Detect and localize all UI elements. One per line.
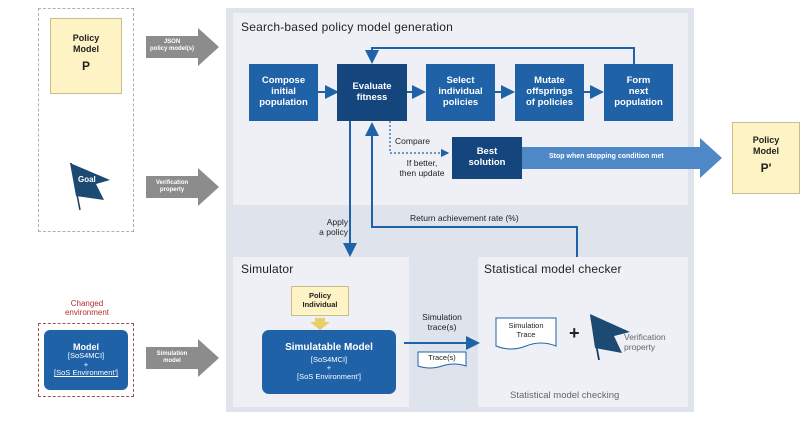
policy-individual-doc: Policy Individual — [291, 286, 349, 316]
simulation-input-arrow — [146, 339, 219, 377]
policy-into-model-arrow — [310, 318, 330, 330]
goal-label: Goal — [78, 175, 96, 184]
simulation-arrow-label: Simulation model — [156, 351, 188, 364]
simulation-trace-label: Simulation trace(s) — [422, 312, 462, 332]
return-rate-label: Return achievement rate (%) — [410, 213, 519, 223]
evaluate-step: Evaluate fitness — [337, 64, 407, 121]
stop-condition-label: Stop when stopping condition met — [549, 153, 664, 160]
verification-flag-icon — [590, 314, 630, 361]
input-frame-top — [38, 8, 134, 232]
goal-flag-icon — [70, 162, 110, 211]
trace-doc-shape — [495, 317, 557, 350]
input-frame-bottom — [38, 323, 134, 397]
stop-condition-arrow — [522, 138, 722, 178]
form-step: Form next population — [604, 64, 673, 121]
model-input-box: Model [SoS4MCI] + [SoS Environment'] — [44, 330, 128, 390]
checker-title: Statistical model checker — [484, 262, 622, 276]
compose-step: Compose initial population — [249, 64, 318, 121]
simulator-title: Simulator — [241, 262, 294, 276]
json-arrow-label: JSON policy model(s) — [149, 39, 194, 52]
if-better-label: If better, then update — [399, 158, 445, 178]
best-solution-box: Best solution — [452, 137, 522, 179]
verification-arrow-label: Verification property — [155, 180, 189, 193]
mutate-step: Mutate offsprings of policies — [515, 64, 584, 121]
apply-policy-label: Apply a policy — [319, 217, 348, 237]
simulatable-model-box: Simulatable Model [SoS4MCI] + [SoS Envir… — [262, 330, 396, 394]
verification-property-label: Verification property — [624, 332, 666, 352]
changed-environment-label: Changed environment — [64, 299, 110, 318]
checker-plus: + — [569, 323, 580, 343]
traces-label: Trace(s) — [428, 353, 456, 362]
verification-input-arrow — [146, 168, 219, 206]
compare-label: Compare — [395, 136, 430, 146]
select-step: Select individual policies — [426, 64, 495, 121]
policy-model-output-doc: Policy Model P' — [732, 122, 800, 194]
json-input-arrow — [146, 28, 219, 66]
simulation-trace-doc-label: Simulation Trace — [508, 321, 544, 339]
search-panel-title: Search-based policy model generation — [241, 20, 453, 34]
checker-footer: Statistical model checking — [510, 390, 620, 401]
traces-doc-shape — [417, 351, 467, 369]
policy-model-input-doc: Policy Model P — [50, 18, 122, 94]
